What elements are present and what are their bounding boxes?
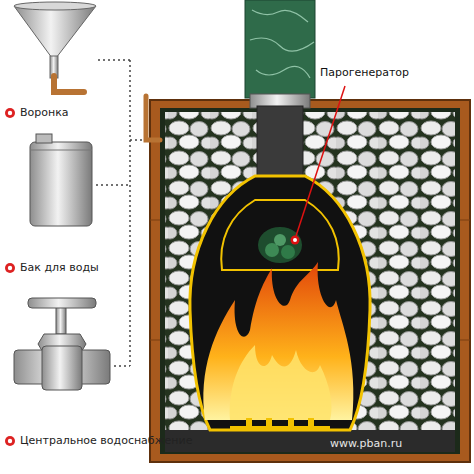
flames xyxy=(203,262,353,420)
watermark: www.pban.ru xyxy=(330,437,402,451)
valve-icon xyxy=(14,298,110,390)
tank-icon xyxy=(30,134,92,226)
part-label: Центральное водоснабжение xyxy=(20,434,192,448)
dotted-leader xyxy=(96,60,142,366)
burner xyxy=(230,418,330,430)
callout-dot xyxy=(5,436,15,446)
funnel-icon xyxy=(14,2,96,92)
part-label: Бак для воды xyxy=(20,261,99,275)
part-label: Парогенератор xyxy=(320,66,409,80)
callout-dot xyxy=(5,108,15,118)
leader-line xyxy=(296,86,345,236)
inlet-pipe xyxy=(146,96,160,140)
callout-dot xyxy=(291,236,300,245)
firebox xyxy=(190,106,370,430)
part-label: Воронка xyxy=(20,106,69,120)
callout-dot xyxy=(5,263,15,273)
chimney xyxy=(245,0,315,108)
stove-body xyxy=(150,100,470,462)
